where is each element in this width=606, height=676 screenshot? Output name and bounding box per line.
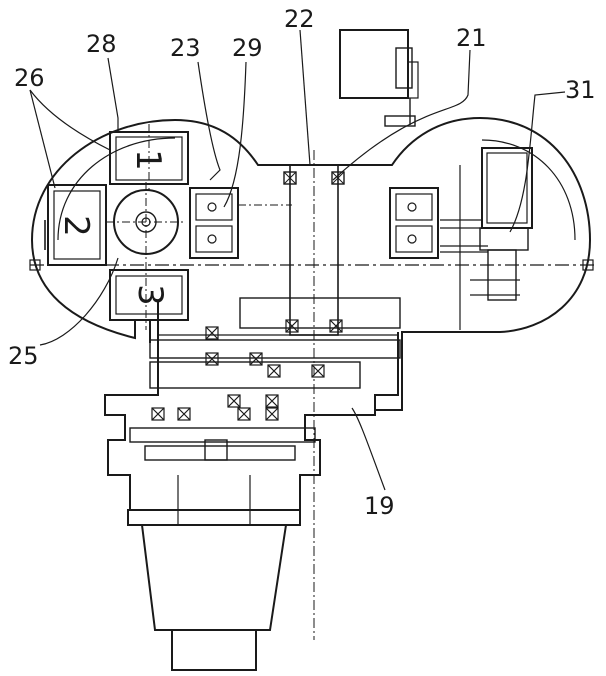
- top-motor: [340, 30, 418, 126]
- callout-28: 28: [86, 30, 117, 58]
- leader-lines: [30, 30, 565, 490]
- side-motor: [440, 148, 532, 330]
- callout-22: 22: [284, 5, 315, 33]
- callout-19: 19: [364, 492, 395, 520]
- callout-25: 25: [8, 342, 39, 370]
- callout-26: 26: [14, 64, 45, 92]
- bearing-block-right: [390, 188, 438, 258]
- callout-23: 23: [170, 34, 201, 62]
- box-numeral-2: 2: [56, 215, 96, 237]
- callout-21: 21: [456, 24, 487, 52]
- box-numeral-1: 1: [128, 149, 168, 171]
- callout-labels: 28 23 29 22 21 31 26 25 19: [8, 5, 596, 520]
- base-column: [128, 475, 300, 670]
- callout-29: 29: [232, 34, 263, 62]
- central-gear: [106, 182, 186, 330]
- box-numeral-3: 3: [130, 284, 170, 306]
- bearing-block-left: [190, 188, 292, 258]
- callout-31: 31: [565, 76, 596, 104]
- central-shaft: [284, 150, 344, 640]
